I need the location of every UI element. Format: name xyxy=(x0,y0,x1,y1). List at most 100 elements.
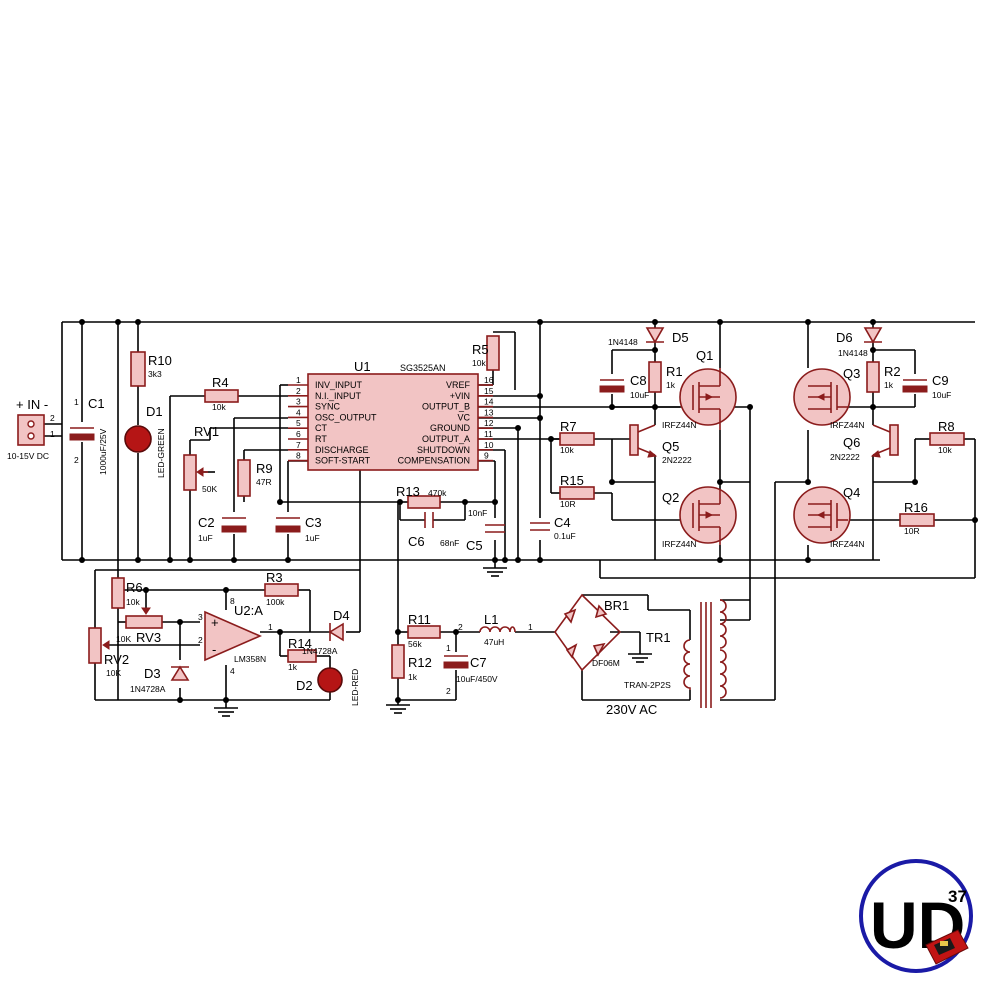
capacitor-c6: C6 68nF xyxy=(408,512,459,549)
mosfet-q4: Q4 IRFZ44N xyxy=(793,485,864,549)
u1-pin-num-2: 2 xyxy=(296,386,301,396)
r16-value: 10R xyxy=(904,526,920,536)
potentiometer-rv3: 10K RV3 xyxy=(116,607,163,645)
resistor-r10: R10 3k3 xyxy=(130,351,172,387)
q3-ref: Q3 xyxy=(843,366,860,381)
c7-pin-a: 1 xyxy=(446,643,451,653)
resistor-r3: R3 100k xyxy=(264,570,299,607)
rv1-value: 50K xyxy=(202,484,217,494)
r1-ref: R1 xyxy=(666,364,683,379)
capacitor-c9: C9 10uF xyxy=(902,373,951,400)
d1-ref: D1 xyxy=(146,404,163,419)
r13-value: 470k xyxy=(428,488,447,498)
r10-value: 3k3 xyxy=(148,369,162,379)
r4-value: 10k xyxy=(212,402,226,412)
rv2-value: 10K xyxy=(106,668,121,678)
ac-output-label: 230V AC xyxy=(606,702,657,717)
rv3-ref: RV3 xyxy=(136,630,161,645)
u1-pin-num-13: 13 xyxy=(484,407,494,417)
r2-ref: R2 xyxy=(884,364,901,379)
c1-value: 1000uF/25V xyxy=(98,428,108,475)
d6-ref: D6 xyxy=(836,330,853,345)
d5-value: 1N4148 xyxy=(608,337,638,347)
u1-pin-name-13: VC xyxy=(457,412,470,422)
r6-value: 10k xyxy=(126,597,140,607)
u1-pin-name-14: OUTPUT_B xyxy=(422,402,470,412)
c5-ref: C5 xyxy=(466,538,483,553)
resistor-r16: R16 10R xyxy=(899,500,935,536)
r15-value: 10R xyxy=(560,499,576,509)
tr1-value: TRAN-2P2S xyxy=(624,680,671,690)
q5-ref: Q5 xyxy=(662,439,679,454)
zener-d4: D4 1N4728A xyxy=(302,608,350,656)
d4-value: 1N4728A xyxy=(302,646,338,656)
connector-title: + IN - xyxy=(16,397,48,412)
q1-value: IRFZ44N xyxy=(662,420,696,430)
d6-value: 1N4148 xyxy=(838,348,868,358)
c8-ref: C8 xyxy=(630,373,647,388)
l1-pin-a: 2 xyxy=(458,622,463,632)
rv2-ref: RV2 xyxy=(104,652,129,667)
diode-d6: D6 1N4148 xyxy=(836,327,883,358)
c7-value: 10uF/450V xyxy=(456,674,498,684)
u1-pin-name-1: INV_INPUT xyxy=(315,380,363,390)
d2-value: LED-RED xyxy=(350,669,360,706)
rv1-ref: RV1 xyxy=(194,424,219,439)
d2-ref: D2 xyxy=(296,678,313,693)
c1-ref: C1 xyxy=(88,396,105,411)
u1-ref: U1 xyxy=(354,359,371,374)
u1-pin-num-11: 11 xyxy=(484,429,493,439)
u1-pin-name-5: CT xyxy=(315,423,327,433)
inductor-l1: L1 47uH 2 1 xyxy=(458,612,533,647)
c6-value: 68nF xyxy=(440,538,459,548)
dc-input-connector: + IN - 2 1 10-15V DC xyxy=(7,397,55,461)
u1-right-pins: 16VREF15+VIN14OUTPUT_B13VC12GROUND11OUTP… xyxy=(398,375,494,466)
u1-pin-name-11: OUTPUT_A xyxy=(422,434,470,444)
u2-value: LM358N xyxy=(234,654,266,664)
c9-ref: C9 xyxy=(932,373,949,388)
resistor-r11: R11 56k xyxy=(407,612,441,649)
r2-value: 1k xyxy=(884,380,894,390)
resistor-r7: R7 10k xyxy=(559,419,595,455)
opamp-u2: + - 3 2 1 8 4 U2:A LM358N xyxy=(198,596,273,676)
u1-pin-name-15: +VIN xyxy=(450,391,470,401)
u1-pin-num-6: 6 xyxy=(296,429,301,439)
r11-ref: R11 xyxy=(408,612,431,627)
capacitor-c1: C1 1 2 1000uF/25V xyxy=(69,396,108,475)
r3-ref: R3 xyxy=(266,570,283,585)
r11-value: 56k xyxy=(408,639,422,649)
capacitor-c2: C2 1uF xyxy=(198,515,247,543)
r8-ref: R8 xyxy=(938,419,955,434)
mosfet-q3: Q3 IRFZ44N xyxy=(793,366,864,430)
br1-value: DF06M xyxy=(592,658,620,668)
u1-pin-num-3: 3 xyxy=(296,397,301,407)
r14-ref: R14 xyxy=(288,636,312,651)
connector-pin-2: 2 xyxy=(50,413,55,423)
resistor-r14: R14 1k xyxy=(287,636,317,672)
capacitor-c3: C3 1uF xyxy=(275,515,322,543)
c6-ref: C6 xyxy=(408,534,425,549)
c1-pin-bottom: 2 xyxy=(74,455,79,465)
r8-value: 10k xyxy=(938,445,952,455)
u2-pin-out: 1 xyxy=(268,622,273,632)
l1-pin-b: 1 xyxy=(528,622,533,632)
r13-ref: R13 xyxy=(396,484,420,499)
u1-pin-name-6: RT xyxy=(315,434,327,444)
u1-pin-name-4: OSC_OUTPUT xyxy=(315,412,377,422)
u2-pin-minus: 2 xyxy=(198,635,203,645)
c4-ref: C4 xyxy=(554,515,571,530)
circuit-board-icon xyxy=(925,929,969,965)
u1-pin-name-9: COMPENSATION xyxy=(398,456,470,466)
r9-ref: R9 xyxy=(256,461,273,476)
capacitor-c4: C4 0.1uF xyxy=(530,515,576,541)
ground-symbol-1 xyxy=(483,567,507,577)
u1-pin-num-14: 14 xyxy=(484,397,494,407)
u1-pin-num-4: 4 xyxy=(296,407,301,417)
r1-value: 1k xyxy=(666,380,676,390)
r14-value: 1k xyxy=(288,662,298,672)
u1-pin-name-8: SOFT-START xyxy=(315,456,371,466)
r12-ref: R12 xyxy=(408,655,432,670)
resistor-r12: R12 1k xyxy=(391,644,432,682)
